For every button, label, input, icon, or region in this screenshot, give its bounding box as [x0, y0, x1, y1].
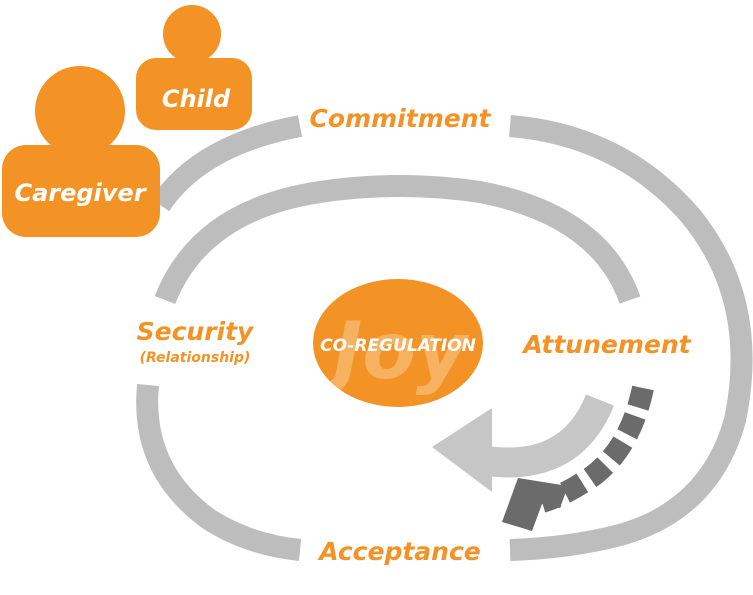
security-sub-label: (Relationship) [140, 350, 251, 366]
outer-ring-right-arc [509, 115, 753, 561]
inner-ring [136, 175, 641, 561]
child-person-icon: Child [136, 5, 252, 130]
inner-ring-top-arc [154, 175, 641, 305]
security-label: Security [137, 317, 255, 346]
inner-ring-left-arc [136, 383, 302, 561]
outer-ring-top-left-arc [150, 115, 303, 212]
acceptance-label: Acceptance [317, 537, 480, 566]
caregiver-person-icon: Caregiver [2, 66, 160, 237]
dashed-arrow-dashes [538, 385, 654, 513]
center-ellipse [313, 279, 483, 407]
return-arrow-head [432, 408, 492, 492]
return-arrow [432, 393, 614, 492]
dashed-arrow-head [502, 478, 568, 531]
co-regulation-center: Joy CO-REGULATION [313, 279, 483, 407]
dashed-arrow [502, 385, 654, 531]
joy-watermark: Joy [320, 307, 470, 397]
outer-ring [150, 115, 753, 561]
commitment-label: Commitment [310, 104, 492, 133]
attunement-label: Attunement [521, 330, 691, 359]
return-arrow-shaft [477, 393, 614, 478]
co-regulation-label: CO-REGULATION [320, 336, 476, 356]
child-label: Child [162, 85, 231, 113]
caregiver-label: Caregiver [14, 179, 147, 207]
